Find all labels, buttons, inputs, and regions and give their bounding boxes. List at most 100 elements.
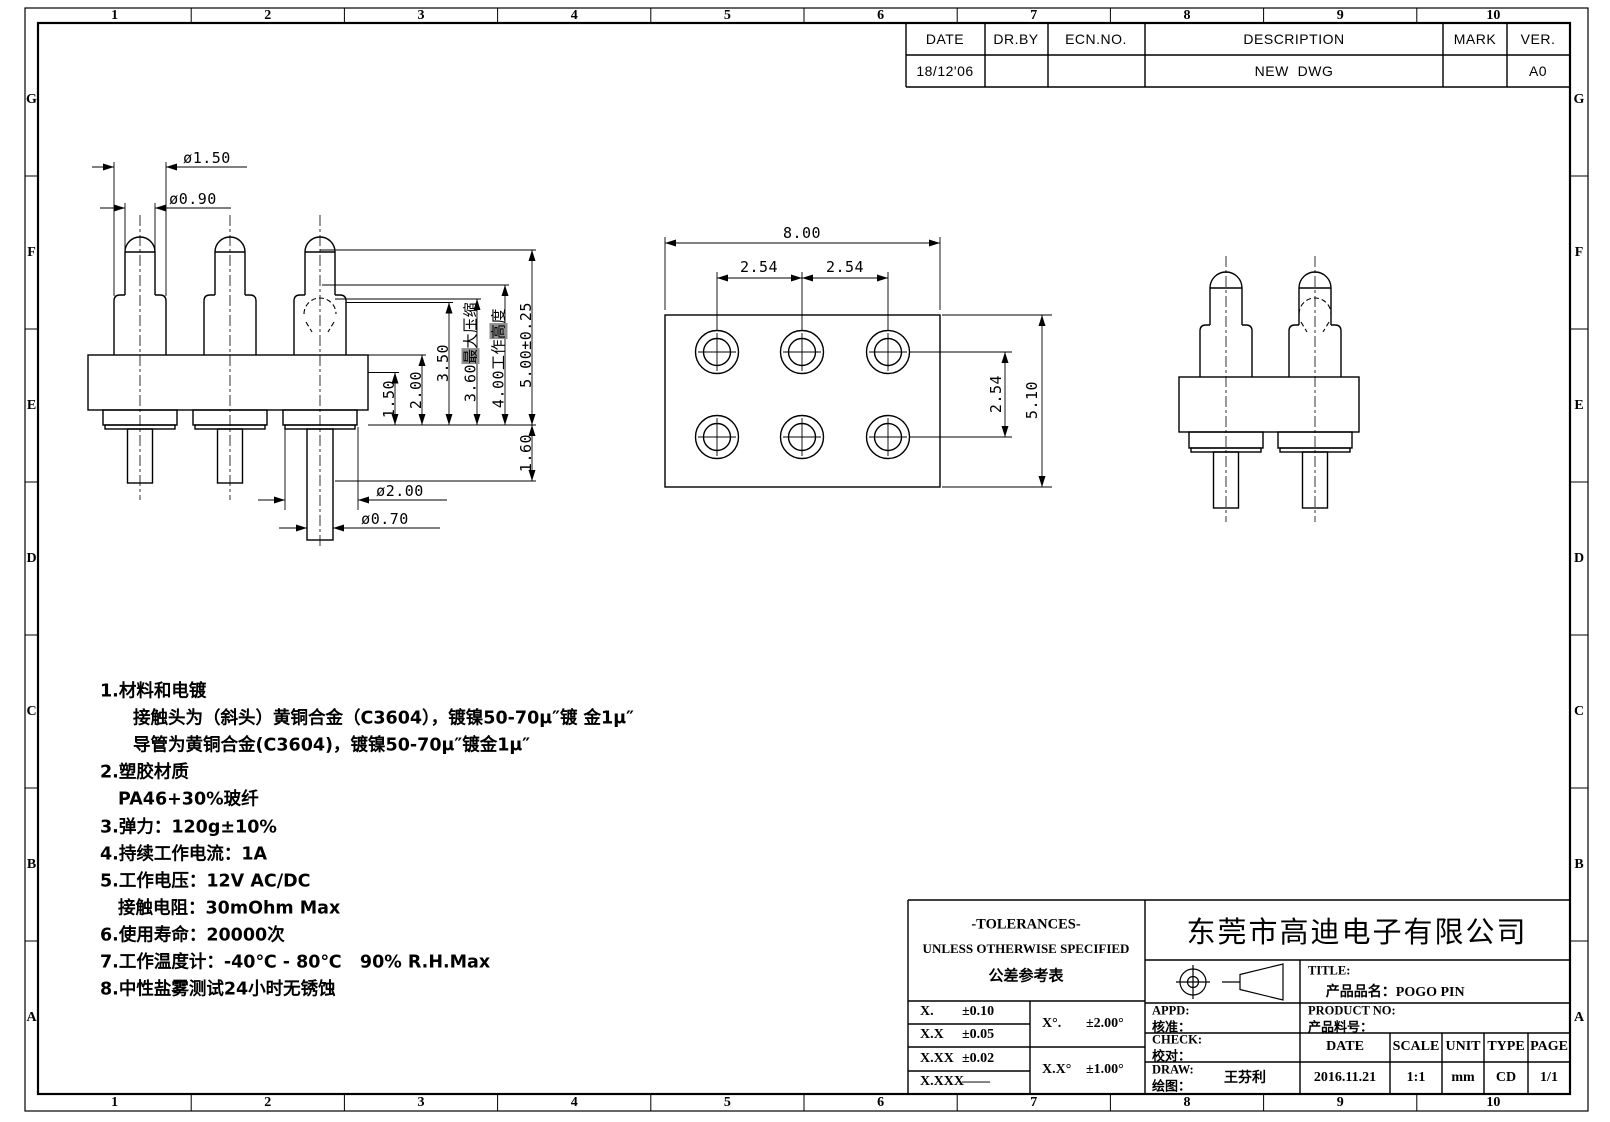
dim-3-60-prefix: 3.60 — [461, 363, 480, 403]
note-line: 2.塑胶材质 — [100, 762, 189, 783]
zone-col-label-bottom: 2 — [264, 1094, 272, 1110]
note-line: 7.工作温度计：-40℃ - 80℃ 90% R.H.Max — [100, 952, 491, 973]
zone-col-label-bottom: 1 — [111, 1094, 119, 1110]
side-view-object — [87, 236, 369, 541]
info-header-scale: SCALE — [1392, 1039, 1440, 1054]
draw-value: 王芬利 — [1224, 1071, 1266, 1086]
product-name-label: 产品品名： — [1325, 985, 1396, 1000]
top-view-dim-lines — [664, 237, 1052, 488]
dim-3-60-suffix: 大压缩 — [461, 301, 480, 349]
zone-col-label-bottom: 3 — [417, 1094, 425, 1110]
note-line: 接触头为（斜头）黄铜合金（C3604），镀镍50-70μ″镀 金1μ″ — [133, 708, 634, 729]
zone-row-label-right: D — [1573, 550, 1585, 566]
rev-header-ecnno: ECN.NO. — [1065, 31, 1127, 47]
tolerances-title-en: -TOLERANCES- — [971, 916, 1081, 933]
zone-col-label-top: 9 — [1336, 7, 1344, 23]
info-header-unit: UNIT — [1445, 1039, 1481, 1054]
dim-3-60-max-compression: 3.60最大压缩 — [460, 302, 481, 402]
dim-dia-flange: ø2.00 — [376, 482, 424, 500]
projection-symbol-cone-icon — [1222, 963, 1284, 1001]
zone-col-label-bottom: 6 — [877, 1094, 885, 1110]
dim-pitch-v: 2.54 — [987, 374, 1005, 414]
tol-linear-0-value: ±0.10 — [962, 1004, 995, 1019]
zone-col-label-top: 8 — [1183, 7, 1191, 23]
rev-entry-ver: A0 — [1528, 63, 1548, 79]
zone-row-label-left: F — [27, 244, 36, 260]
zone-row-label-left: C — [26, 703, 37, 719]
dim-pitch-a: 2.54 — [739, 258, 779, 276]
check-label: CHECK: — [1152, 1032, 1202, 1047]
dim-pitch-b: 2.54 — [825, 258, 865, 276]
rev-header-mark: MARK — [1453, 31, 1497, 47]
dim-1-60: 1.60 — [517, 433, 535, 473]
product-no-label-cn: 产品料号： — [1308, 1019, 1374, 1035]
zone-row-label-right: B — [1574, 856, 1584, 872]
appd-label-cn: 核准： — [1152, 1019, 1192, 1035]
dim-3-60-gray-char: 最 — [461, 348, 480, 364]
projection-symbol-target-icon — [1176, 965, 1210, 999]
tol-linear-2-label: X.XX — [920, 1051, 954, 1066]
dim-4-00-gray-char: 高 — [489, 323, 508, 339]
tol-linear-3-label: X.XXX — [920, 1074, 964, 1089]
rev-entry-description: NEW DWG — [1254, 63, 1334, 79]
zone-row-label-left: A — [26, 1009, 37, 1025]
sheet-frame — [24, 7, 1589, 1112]
draw-label: DRAW: — [1152, 1062, 1194, 1077]
info-value-scale: 1:1 — [1406, 1070, 1426, 1085]
product-name-value: POGO PIN — [1395, 985, 1465, 1000]
company-name: 东莞市高迪电子有限公司 — [1186, 915, 1528, 949]
zone-col-label-top: 5 — [723, 7, 731, 23]
zone-row-label-right: C — [1573, 703, 1585, 719]
zone-row-label-left: E — [26, 397, 37, 413]
zone-col-label-top: 6 — [877, 7, 885, 23]
zone-row-label-right: A — [1573, 1009, 1585, 1025]
zone-col-label-bottom: 4 — [570, 1094, 578, 1110]
info-header-type: TYPE — [1487, 1039, 1525, 1054]
end-view-object — [1178, 271, 1360, 509]
dim-4-00-prefix: 4.00工作 — [489, 338, 508, 409]
rev-header-description: DESCRIPTION — [1243, 31, 1345, 47]
dim-4-00-suffix: 度 — [489, 307, 508, 324]
zone-row-label-right: E — [1574, 397, 1584, 413]
product-no-label: PRODUCT NO: — [1308, 1003, 1396, 1018]
note-line: PA46+30%玻纤 — [118, 789, 259, 810]
tol-angular-1-label: X.X° — [1042, 1062, 1072, 1077]
top-view-object — [664, 314, 941, 488]
note-line: 4.持续工作电流：1A — [100, 844, 268, 865]
side-view-dim-lines — [92, 162, 536, 529]
zone-row-label-left: B — [26, 856, 37, 872]
zone-col-label-top: 2 — [264, 7, 272, 23]
info-value-page: 1/1 — [1540, 1070, 1558, 1085]
tol-linear-2-value: ±0.02 — [962, 1051, 995, 1066]
zone-row-label-left: D — [26, 550, 37, 566]
zone-col-label-bottom: 5 — [723, 1094, 731, 1110]
zone-col-label-bottom: 8 — [1183, 1094, 1191, 1110]
info-header-page: PAGE — [1530, 1039, 1568, 1054]
top-view-crosshairs — [698, 333, 907, 456]
draw-label-cn: 绘图： — [1152, 1078, 1192, 1094]
rev-header-date: DATE — [925, 31, 965, 47]
zone-col-label-bottom: 10 — [1486, 1094, 1501, 1110]
end-view-centerlines — [1225, 256, 1316, 522]
check-label-cn: 校对： — [1152, 1048, 1192, 1064]
note-line: 8.中性盐雾测试24小时无锈蚀 — [100, 979, 336, 1000]
dim-4-00-working-height: 4.00工作高度 — [488, 308, 509, 408]
note-line: 1.材料和电镀 — [100, 681, 207, 702]
zone-col-label-top: 10 — [1486, 7, 1501, 23]
title-label: TITLE: — [1308, 963, 1351, 978]
tolerances-subtitle-en: UNLESS OTHERWISE SPECIFIED — [922, 941, 1130, 956]
tol-angular-0-value: ±2.00° — [1086, 1016, 1124, 1031]
note-line: 导管为黄铜合金(C3604)，镀镍50-70μ″镀金1μ″ — [133, 735, 531, 756]
tol-angular-0-label: X°. — [1042, 1016, 1062, 1031]
dim-dia-plunger: ø0.90 — [169, 190, 217, 208]
dim-dia-tail: ø0.70 — [361, 510, 409, 528]
side-view-centerlines — [139, 215, 321, 548]
tol-linear-3-value: —— — [962, 1074, 990, 1089]
tol-linear-0-label: X. — [920, 1004, 934, 1019]
title-block-lines — [907, 899, 1570, 1094]
zone-row-label-right: F — [1574, 244, 1584, 260]
dim-dia-tip: ø1.50 — [183, 149, 231, 167]
dim-5-00: 5.00±0.25 — [517, 302, 535, 388]
